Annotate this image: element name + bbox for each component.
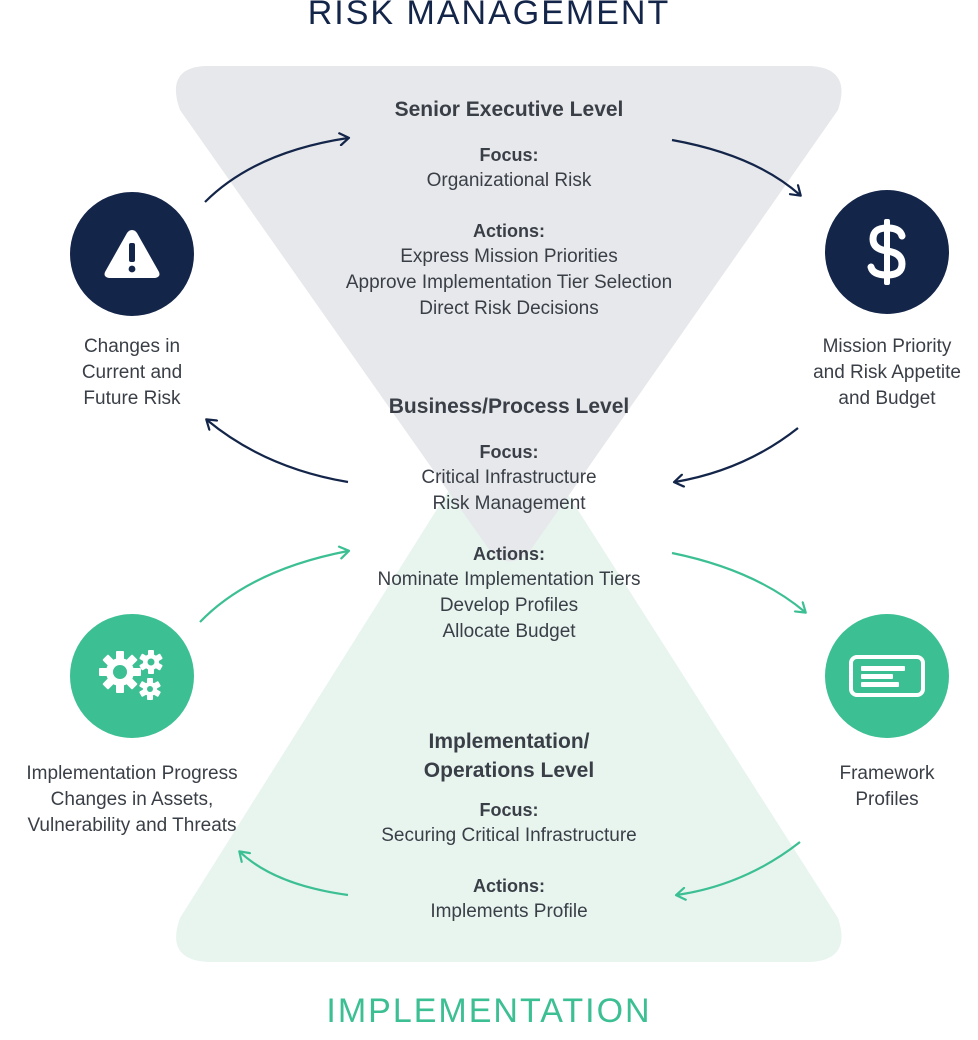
profiles-label: Framework Profiles xyxy=(782,761,978,813)
business-level-block: Business/Process Level Focus: Critical I… xyxy=(259,392,759,645)
implementation-level-title: Operations Level xyxy=(423,759,595,782)
side-label-line: Changes in xyxy=(83,336,181,357)
business-action-item: Nominate Implementation Tiers xyxy=(377,569,641,590)
implementation-level-title: Implementation/ xyxy=(428,730,590,753)
senior-actions-label: Actions: xyxy=(473,221,545,241)
side-label-line: Vulnerability and Threats xyxy=(27,815,237,836)
business-action-item: Allocate Budget xyxy=(442,621,576,642)
business-focus-text: Critical Infrastructure xyxy=(421,467,597,488)
business-focus-text: Risk Management xyxy=(432,493,586,514)
implementation-triangle xyxy=(176,423,842,962)
dollar-circle xyxy=(825,190,949,314)
mission-label: Mission Priority and Risk Appetite and B… xyxy=(772,334,978,412)
arrow-mission-to-business xyxy=(675,427,799,482)
side-label-line: Current and xyxy=(81,362,183,383)
gears-icon xyxy=(99,650,163,700)
gears-circle xyxy=(70,614,194,738)
business-actions-label: Actions: xyxy=(473,544,545,564)
business-action-item: Develop Profiles xyxy=(439,595,579,616)
arrow-progress-to-business xyxy=(199,551,348,623)
risk-management-triangle xyxy=(175,66,842,562)
side-label-line: Framework xyxy=(839,763,935,784)
risk-changes-label: Changes in Current and Future Risk xyxy=(2,334,262,412)
profile-card-circle xyxy=(825,614,949,738)
warning-circle xyxy=(70,192,194,316)
risk-management-title: RISK MANAGEMENT xyxy=(307,0,671,32)
senior-action-item: Direct Risk Decisions xyxy=(419,298,599,319)
dollar-icon xyxy=(867,219,906,285)
arrow-risk-to-senior xyxy=(204,138,348,203)
side-label-line: Future Risk xyxy=(83,388,181,409)
business-focus-label: Focus: xyxy=(479,442,539,462)
warning-icon xyxy=(104,230,160,278)
arrow-business-to-risk xyxy=(207,420,349,484)
implementation-focus-text: Securing Critical Infrastructure xyxy=(381,825,637,846)
side-label-line: and Budget xyxy=(838,388,936,409)
senior-level-block: Senior Executive Level Focus: Organizati… xyxy=(259,95,759,322)
senior-focus-label: Focus: xyxy=(479,145,539,165)
side-label-line: Changes in Assets, xyxy=(50,789,214,810)
arrow-senior-to-mission xyxy=(671,138,800,195)
side-label-line: Profiles xyxy=(855,789,919,810)
arrow-profiles-to-implementation xyxy=(677,841,801,895)
side-label-line: Implementation Progress xyxy=(26,763,238,784)
implementation-title: IMPLEMENTATION xyxy=(326,992,652,1030)
implementation-focus-label: Focus: xyxy=(479,800,539,820)
progress-label: Implementation Progress Changes in Asset… xyxy=(0,761,270,839)
business-level-title: Business/Process Level xyxy=(388,395,630,418)
senior-action-item: Express Mission Priorities xyxy=(400,246,618,267)
implementation-action-item: Implements Profile xyxy=(430,901,588,922)
senior-action-item: Approve Implementation Tier Selection xyxy=(345,272,673,293)
arrow-implementation-to-progress xyxy=(240,852,349,897)
senior-focus-text: Organizational Risk xyxy=(426,170,592,191)
implementation-level-block: Implementation/ Operations Level Focus: … xyxy=(259,727,759,925)
profile-card-icon xyxy=(849,655,925,697)
implementation-actions-label: Actions: xyxy=(473,876,545,896)
side-label-line: and Risk Appetite xyxy=(813,362,961,383)
side-label-line: Mission Priority xyxy=(822,336,952,357)
senior-level-title: Senior Executive Level xyxy=(394,98,624,121)
arrow-business-to-profiles xyxy=(671,551,805,612)
